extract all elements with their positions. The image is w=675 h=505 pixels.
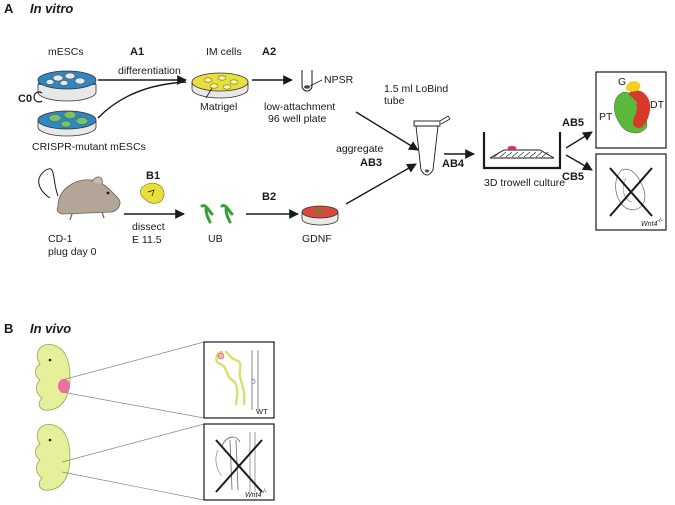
cb5-arrow (565, 154, 593, 171)
a1-curved-arrow (97, 81, 187, 119)
nephron-wt-box (203, 341, 275, 419)
b1-label: B1 (146, 170, 160, 182)
lobind-label: 1.5 ml LoBind (384, 83, 448, 95)
wnt4-b-label: Wnt4 (245, 492, 261, 499)
matrigel-pointer (205, 87, 213, 99)
zoom-line-bottom-wt (61, 391, 205, 419)
ureteric-bud-icon (200, 204, 234, 224)
b2-label: B2 (262, 191, 276, 203)
dt-label: DT (650, 99, 665, 111)
crispr-label: CRISPR-mutant mESCs (32, 141, 146, 153)
mesc-dish (37, 70, 97, 102)
dissect-label: dissect (132, 221, 165, 233)
panel-b-title: In vivo (30, 321, 71, 336)
tube-label: tube (384, 95, 405, 107)
panel-a-title: In vitro (30, 1, 73, 16)
panel-a: A In vitro mESCs C0 CRISPR-mutant mESCs (4, 1, 667, 258)
ab5-arrow (565, 131, 593, 149)
well-plate-label: 96 well plate (268, 113, 327, 125)
cb5-label: CB5 (562, 171, 584, 183)
zoom-line-bottom-mutant (61, 471, 205, 501)
crispr-dish (37, 110, 97, 137)
lobind-tube (413, 115, 451, 176)
plug-day-label: plug day 0 (48, 246, 97, 258)
zoom-line-top-mutant (61, 423, 205, 463)
gdnf-to-tube-arrow (345, 163, 417, 205)
panel-a-letter: A (4, 1, 14, 16)
ab4-label: AB4 (442, 158, 465, 170)
gdnf-dish (301, 205, 339, 226)
npsr-well (301, 70, 323, 92)
e115-label: E 11.5 (132, 234, 162, 246)
a1-label: A1 (130, 46, 144, 58)
a2-label: A2 (262, 46, 276, 58)
embryo-mutant (35, 424, 71, 491)
matrigel-label: Matrigel (200, 101, 237, 113)
gdnf-label: GDNF (302, 233, 332, 245)
organoid-wt-box (595, 71, 667, 149)
embryo-e115-icon (140, 182, 165, 204)
trowell-culture (482, 132, 562, 170)
trowell-label: 3D trowell culture (484, 177, 565, 189)
im-cells-dish (191, 72, 249, 99)
organoid-mutant-box (595, 153, 667, 231)
pt-label: PT (599, 111, 613, 123)
c0-bracket (33, 91, 43, 103)
panel-b-letter: B (4, 321, 13, 336)
wnt4-a-label: Wnt4 (641, 221, 657, 228)
ab3-label: AB3 (360, 157, 382, 169)
aggregate-label: aggregate (336, 143, 383, 155)
g-label: G (618, 76, 626, 88)
c0-label: C0 (18, 93, 32, 105)
zoom-line-top-wt (61, 341, 205, 381)
wt-label: WT (256, 407, 268, 416)
mouse (38, 168, 121, 221)
embryo-wt (35, 344, 71, 411)
im-cells-label: IM cells (206, 46, 242, 58)
wnt4-b-sup: -/- (261, 489, 267, 495)
nephron-mutant-box (203, 423, 275, 501)
mescs-label: mESCs (48, 46, 84, 58)
npsr-label: NPSR (324, 74, 354, 86)
wnt4-a-sup: -/- (657, 218, 663, 224)
ub-label: UB (208, 233, 223, 245)
cd1-label: CD-1 (48, 233, 73, 245)
low-attachment-label: low-attachment (264, 101, 335, 113)
ab5-label: AB5 (562, 117, 584, 129)
npsr-to-tube-arrow (355, 111, 419, 151)
panel-b: B In vivo WT (4, 321, 275, 501)
differentiation-label: differentiation (118, 65, 181, 77)
